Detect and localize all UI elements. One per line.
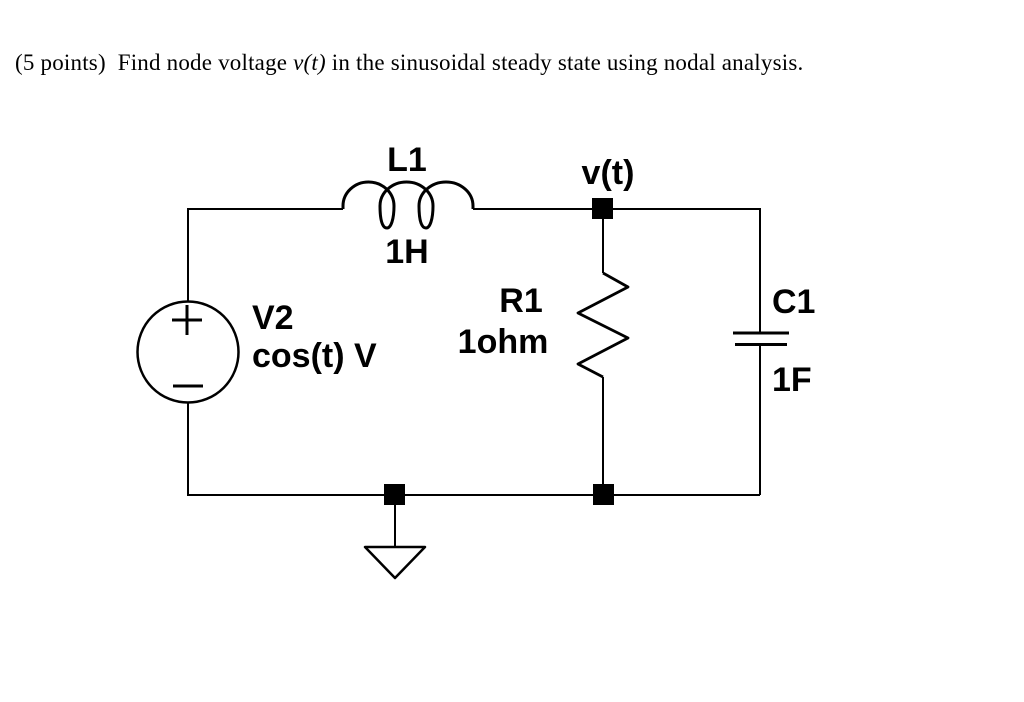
wire-bottom-and-left-lower <box>187 402 760 496</box>
inductor-value-label: 1H <box>385 233 428 271</box>
capacitor-symbol <box>733 331 789 346</box>
node-voltage-label: v(t) <box>582 154 635 192</box>
node-square-ground <box>384 484 405 505</box>
source-value-label: cos(t) V <box>252 337 377 375</box>
ground-symbol <box>363 545 427 580</box>
problem-text-vt: v(t) <box>293 50 326 75</box>
voltage-source-symbol <box>136 300 240 404</box>
problem-statement: (5 points) Find node voltage v(t) in the… <box>15 50 803 76</box>
resistor-symbol <box>576 271 630 379</box>
inductor-name-label: L1 <box>387 141 427 179</box>
plus-sign-icon <box>172 305 202 335</box>
problem-text-prefix: (5 points) Find node voltage <box>15 50 294 75</box>
problem-text-suffix: in the sinusoidal steady state using nod… <box>325 50 804 75</box>
inductor-coil-symbol <box>341 180 475 230</box>
source-name-label: V2 <box>252 299 294 337</box>
resistor-name-label: R1 <box>499 282 542 320</box>
node-square-bottom-right <box>593 484 614 505</box>
capacitor-name-label: C1 <box>772 283 815 321</box>
wire-top-right-and-right-upper <box>473 208 761 332</box>
resistor-value-label: 1ohm <box>458 323 549 361</box>
node-square-vt <box>592 198 613 219</box>
capacitor-value-label: 1F <box>772 361 812 399</box>
wire-left-and-top-left <box>187 208 343 302</box>
